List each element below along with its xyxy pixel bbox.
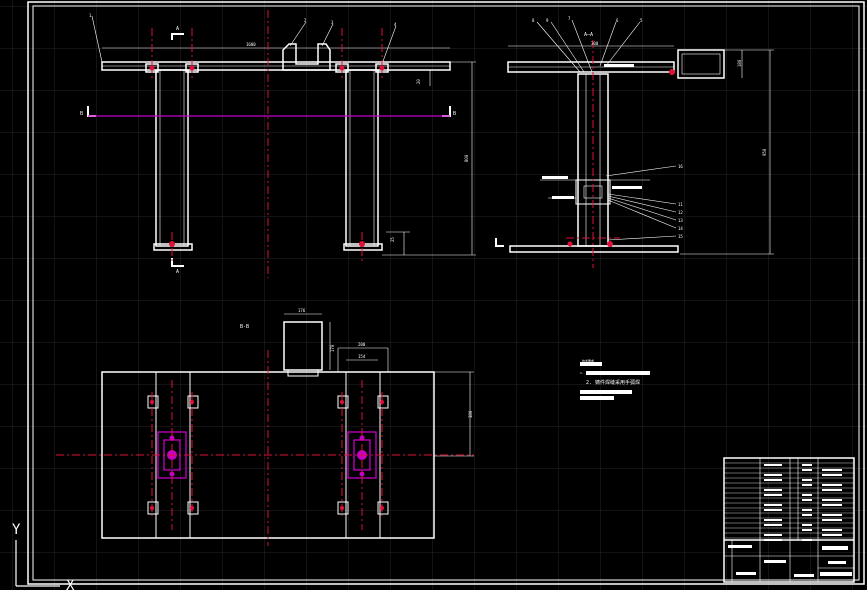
callout-15: 15 (678, 234, 683, 239)
section-b-label-left: B (80, 111, 83, 117)
dim-side-box: 180 (737, 59, 742, 67)
ucs-icon (15, 540, 60, 587)
bom-cell-text (802, 529, 812, 531)
callout-9: 9 (546, 18, 549, 23)
bom-cell-text (822, 469, 842, 471)
bom-cell-text (802, 484, 812, 486)
bom-cell-text (822, 499, 842, 501)
callout-1: 1 (89, 13, 92, 18)
bom-cell-text (822, 484, 842, 486)
bom-cell-text (764, 494, 782, 496)
callout-4: 4 (394, 22, 397, 27)
callout-11: 11 (678, 202, 683, 207)
side-weld-marks (542, 64, 642, 199)
bom-cell-text (802, 514, 812, 516)
dim-plan-box-h: 170 (330, 344, 335, 352)
section-a-label-bottom: A (176, 269, 179, 275)
dim-front-height: 800 (464, 154, 469, 162)
plan-fittings (147, 395, 389, 515)
callout-6: 6 (616, 18, 619, 23)
bom-cell-text (802, 499, 812, 501)
bom-cell-text (764, 519, 782, 521)
technical-notes (580, 362, 650, 400)
notes-heading: 技术要求 (582, 358, 594, 363)
callout-7: 7 (568, 16, 571, 21)
dim-plan-w1: 200 (358, 342, 366, 347)
bom-cell-text (802, 524, 812, 526)
callout-16: 16 (678, 164, 683, 169)
dim-side-height: 950 (762, 148, 767, 156)
section-bb-label: B-B (240, 324, 249, 330)
bom-cell-text (764, 534, 782, 536)
notes-line-2: 2. 铸件焊缝采用手弧焊 (586, 379, 640, 386)
bom-cell-text (802, 539, 812, 541)
callout-8: 8 (532, 18, 535, 23)
section-aa-label: A—A (584, 32, 593, 38)
side-bolts (567, 69, 675, 247)
title-block-fills (728, 545, 852, 577)
dim-front-small: 20 (416, 79, 421, 84)
callout-13: 13 (678, 218, 683, 223)
ucs-y-label: Y (12, 522, 21, 538)
callout-14: 14 (678, 226, 683, 231)
bom-cell-text (822, 504, 842, 506)
bom-cell-text (802, 469, 812, 471)
bom-cell-text (764, 479, 782, 481)
plan-hole-marks (150, 400, 384, 510)
bom-cell-text (822, 529, 842, 531)
side-centerline (566, 40, 620, 268)
bom-cell-text (822, 489, 842, 491)
dim-plan-w2: 154 (358, 354, 366, 359)
bom-cell-text (764, 464, 782, 466)
callout-3: 3 (331, 20, 334, 25)
bom-cell-text (802, 509, 812, 511)
bom-cell-text (764, 524, 782, 526)
bom-cell-text (802, 464, 812, 466)
bom-cell-text (764, 509, 782, 511)
front-bolts (149, 65, 385, 247)
callout-12: 12 (678, 210, 683, 215)
front-centerlines (151, 10, 383, 278)
outer-frame (27, 1, 865, 585)
side-arrow (495, 238, 504, 247)
dim-plan-h: 380 (468, 410, 473, 418)
section-b-label-right: B (453, 111, 456, 117)
callout-2: 2 (304, 18, 307, 23)
notes-line-1: 1. (580, 371, 584, 375)
title-block (723, 457, 855, 583)
bom-cell-text (802, 494, 812, 496)
bom-rows (724, 462, 854, 541)
notes-line-4: 4. (580, 396, 584, 400)
ucs-x-label: X (66, 578, 75, 590)
bom-cell-text (822, 514, 842, 516)
section-a-label-top: A (176, 26, 179, 32)
dim-side-top: 300 (591, 41, 599, 46)
bom-cell-text (802, 479, 812, 481)
bom-cell-text (822, 474, 842, 476)
bom-cell-text (764, 474, 782, 476)
notes-line-3: 3. (580, 390, 584, 394)
bom-cell-text (764, 489, 782, 491)
bom-cell-text (764, 539, 782, 541)
bom-cell-text (822, 534, 842, 536)
bom-cell-text (822, 519, 842, 521)
plan-centerlines (56, 350, 474, 546)
callout-5: 5 (640, 18, 643, 23)
inner-frame (32, 5, 860, 581)
bom-cell-text (764, 504, 782, 506)
dim-plan-box-w: 176 (298, 308, 306, 313)
dim-front-width: 1600 (246, 42, 256, 47)
dim-front-right: 25 (390, 237, 395, 242)
front-view (91, 15, 476, 256)
